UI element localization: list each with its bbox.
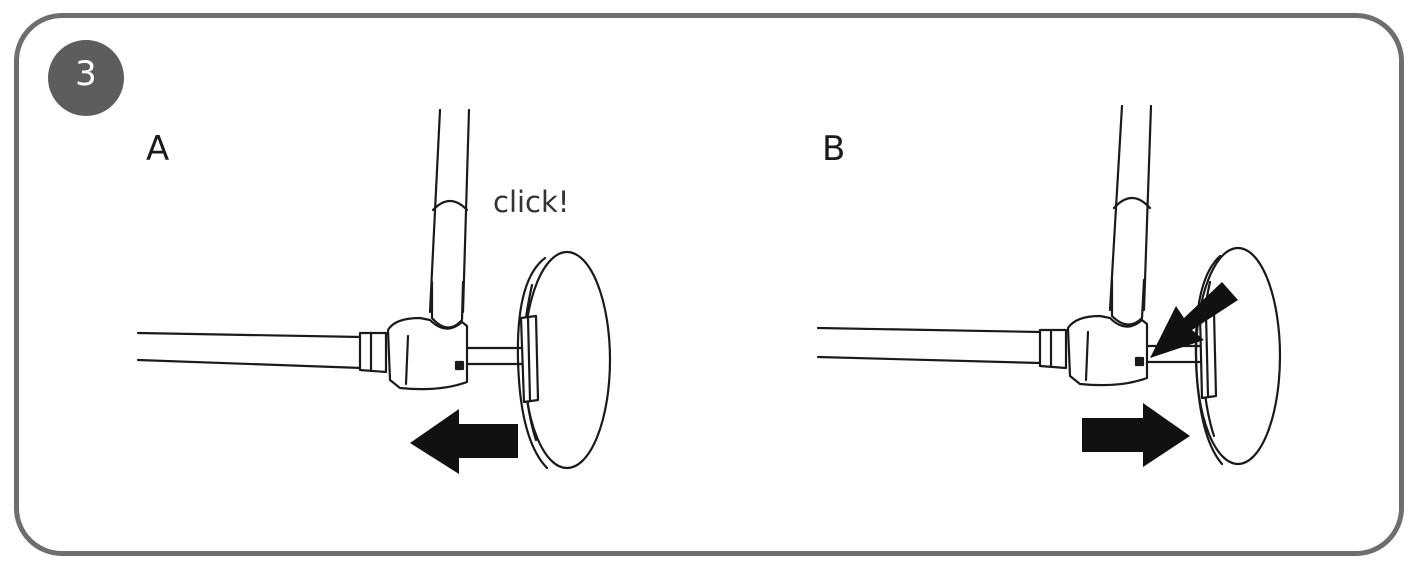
wheel-housing-a bbox=[386, 316, 469, 391]
axle-collar-a bbox=[358, 331, 388, 374]
panel-a-label: A bbox=[146, 129, 170, 169]
wheel-housing-b bbox=[1066, 314, 1149, 387]
wheel-a bbox=[516, 250, 612, 470]
arrow-left-icon bbox=[410, 409, 518, 474]
axle-bar-a bbox=[136, 331, 364, 370]
axle-bar-b bbox=[816, 326, 1042, 365]
arrow-press-icon bbox=[1150, 282, 1238, 358]
panel-b-drawing bbox=[816, 104, 1282, 466]
instruction-frame bbox=[14, 13, 1404, 556]
frame-leg-b bbox=[1108, 104, 1153, 326]
frame-leg-a bbox=[428, 108, 471, 329]
arrow-right-icon bbox=[1082, 403, 1190, 467]
wheel-b bbox=[1194, 246, 1282, 466]
step-number-badge: 3 bbox=[48, 40, 124, 116]
panel-b-label: B bbox=[822, 129, 846, 169]
click-annotation: click! bbox=[493, 185, 570, 219]
panel-a-drawing bbox=[136, 108, 612, 470]
axle-collar-b bbox=[1038, 328, 1068, 370]
wheel-axle-a bbox=[465, 346, 524, 366]
